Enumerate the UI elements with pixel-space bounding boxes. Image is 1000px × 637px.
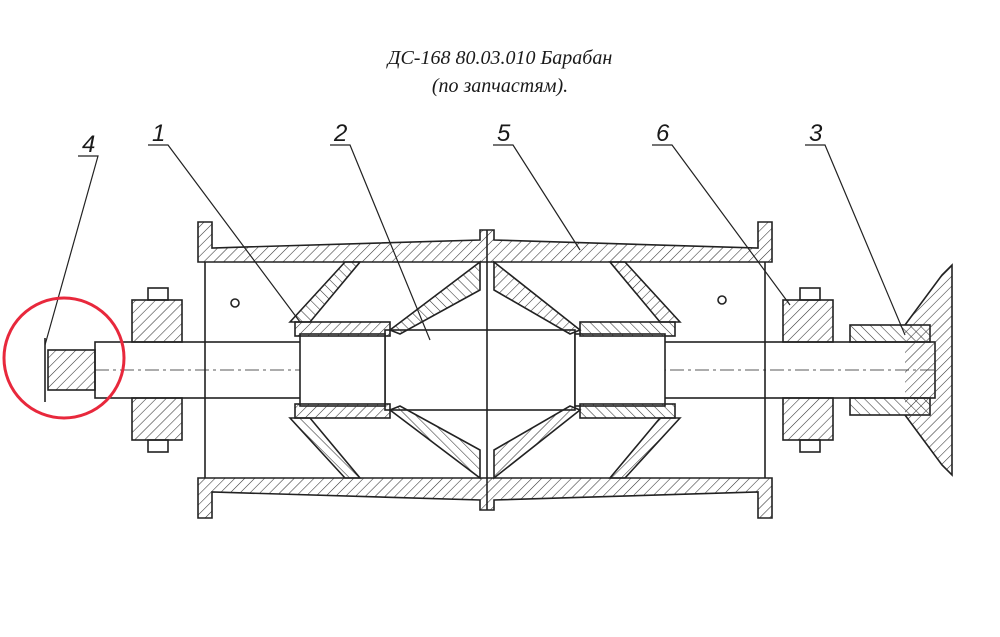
right-flange: [849, 263, 953, 477]
title-line-1: ДС-168 80.03.010 Барабан: [387, 47, 613, 69]
callout-6: 6: [656, 120, 670, 147]
leader-lines: [44, 144, 906, 346]
left-end-cap: [44, 338, 96, 402]
shaft: [94, 329, 936, 411]
bolt-markers: [230, 295, 727, 308]
highlight-circle: [2, 296, 126, 420]
drum-shell: [197, 221, 773, 519]
drawing-title: ДС-168 80.03.010 Барабан (по запчастям).: [0, 44, 1000, 100]
title-line-2: (по запчастям).: [431, 75, 569, 97]
callout-4: 4: [82, 131, 95, 158]
right-bearing-housing: [782, 287, 834, 453]
callout-3: 3: [809, 120, 823, 147]
left-bearing-housing: [131, 287, 183, 453]
right-hub: [493, 260, 682, 480]
callout-5: 5: [497, 120, 511, 147]
callout-2: 2: [333, 120, 347, 147]
left-hub: [288, 260, 481, 480]
callout-1: 1: [152, 120, 165, 147]
